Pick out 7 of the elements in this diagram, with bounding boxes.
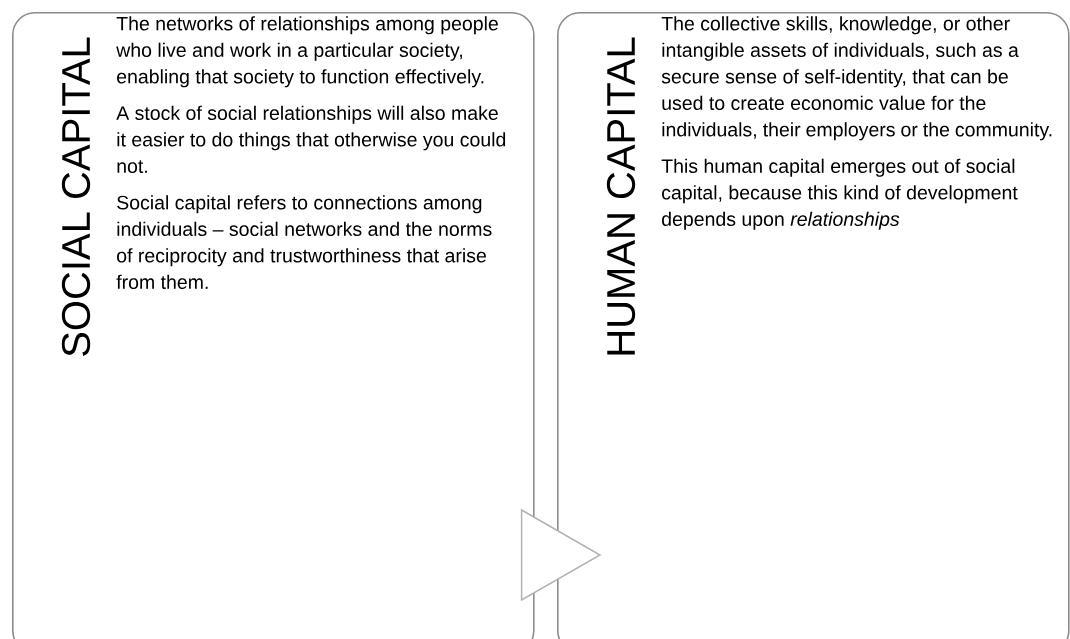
vertical-heading: SOCIAL CAPITAL: [61, 37, 91, 356]
body-paragraph: Social capital refers to connections among individuals – social networks and the norms of reciprocity and trustworthiness that arise from them.: [116, 195, 492, 289]
vertical-heading: HUMAN CAPITAL: [606, 37, 636, 355]
body-paragraph: A stock of social relationships will also make it easier to do things that otherwise you could not.: [116, 105, 506, 173]
body-paragraph: The collective skills, knowledge, or other intangible assets of individuals, such as a secure sense of self-identity, that can be used to create economic value for the individuals, their employers or the community.: [661, 16, 1052, 141]
body-paragraph: This human capital emerges out of social capital, because this kind of development depends upon relationships: [661, 158, 1018, 230]
body-paragraph: The networks of relationships among people who live and work in a particular society, enabling that society to function effectively.: [116, 16, 498, 88]
